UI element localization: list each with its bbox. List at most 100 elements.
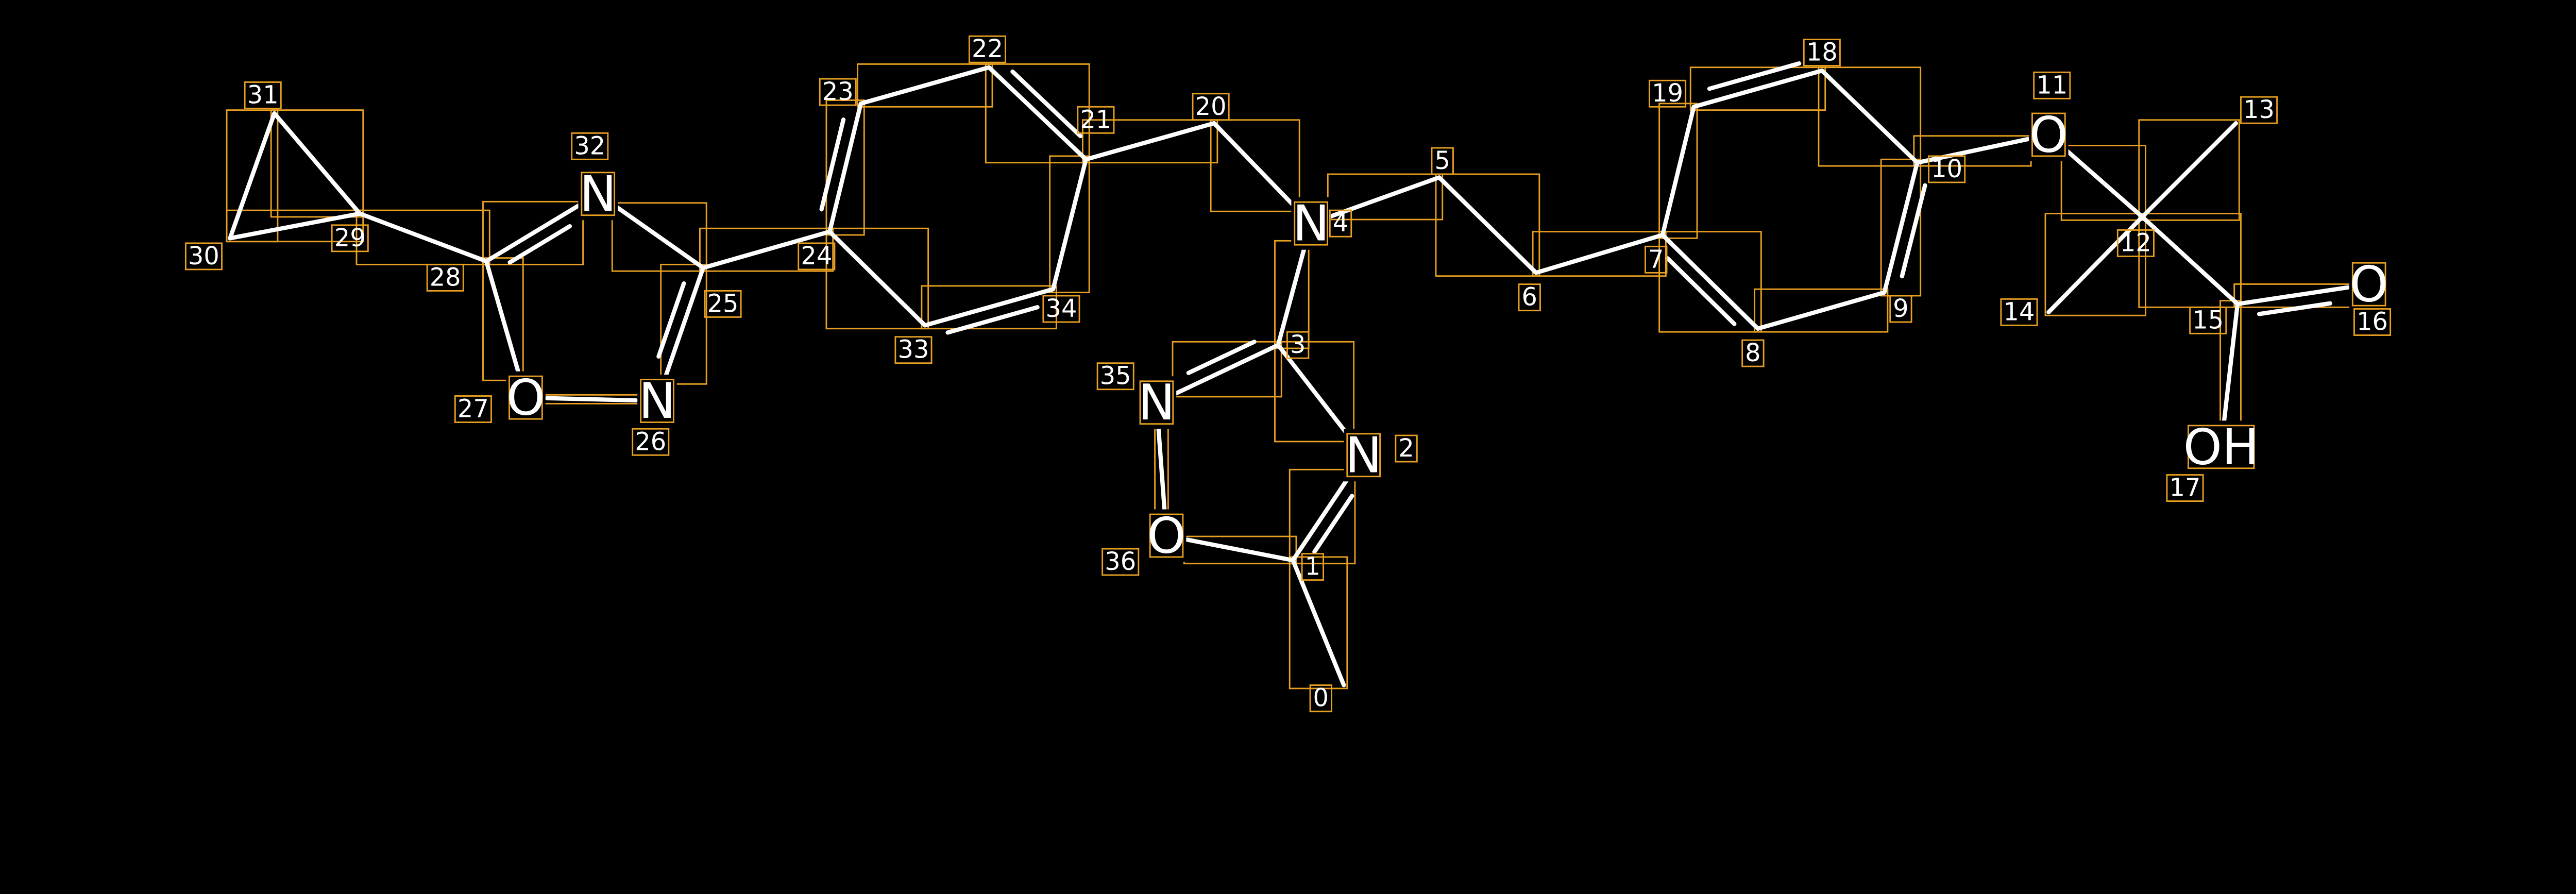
atom-index: 27 [457,395,489,423]
index-box [798,242,836,271]
bond [1915,137,2030,165]
bond [662,265,705,383]
atom-symbol: N [1345,426,1382,484]
double-bond-line [1665,256,1737,326]
bond-box [1081,119,1218,164]
index-box [1649,79,1687,108]
bond-box [270,109,364,218]
bond-box [1172,341,1282,398]
atom-label-bg [506,371,546,424]
bond [1156,421,1167,517]
atom-label-bg [1137,376,1177,429]
index-box [571,132,609,160]
atom-symbol: OH [2183,418,2259,476]
atom-index: 20 [1195,93,1227,121]
atom-label-bg [2349,258,2389,311]
bond [1050,157,1088,292]
index-box [819,78,857,106]
atom-index: 19 [1652,79,1683,108]
atom-index: 32 [574,132,605,160]
atom-index: 18 [1806,39,1838,67]
atom-index: 3 [1290,331,1306,359]
atom-index: 14 [2004,298,2035,326]
bond [2221,301,2240,428]
bond [701,229,832,270]
index-box [1042,295,1080,323]
atom-index: 31 [247,81,279,109]
index-box [1309,684,1332,713]
atom-index: 11 [2036,71,2067,99]
atom-label-bg [1344,429,1383,482]
atom-index: 17 [2170,474,2201,502]
bond-bounding-boxes [226,63,2352,689]
index-box [2000,298,2038,326]
atom-index: 29 [334,224,366,252]
bond [1276,343,1353,441]
bond [2235,285,2350,307]
bond-box [825,99,865,236]
bond-box [2060,145,2146,221]
index-box [1928,155,1966,183]
atom-symbol: O [2029,106,2068,163]
double-bond-line [507,224,572,265]
index-box [2116,229,2155,257]
bond-box [1435,173,1540,277]
bond [228,111,277,241]
atom-index: 1 [1305,553,1320,581]
bond [923,287,1056,328]
atom-index: 16 [2357,308,2388,336]
double-bond-line [819,117,846,212]
index-box [2166,474,2204,502]
bond-box [1818,66,1922,167]
double-bond-line [1010,69,1083,139]
bond [2140,214,2240,307]
bond [272,111,362,216]
index-box [1286,331,1310,359]
bond [1820,68,1920,165]
bond [1755,290,1887,331]
index-box [331,224,369,252]
bond-box [660,263,707,385]
atom-index: 28 [430,263,461,292]
atom-index: 30 [188,242,219,271]
index-box [244,81,282,109]
bond-box [355,209,490,265]
atom-index: 0 [1313,684,1329,713]
atom-index: 2 [1398,434,1414,463]
atom-index: 10 [1931,155,1962,183]
atom-index: 12 [2120,229,2151,257]
atom-symbol: N [1293,195,1330,252]
atom-box [509,375,543,420]
atom-symbol: O [506,369,545,427]
bond-box [857,63,993,108]
bond [987,65,1088,162]
index-box [894,336,933,364]
atom-symbol: O [1147,507,1185,565]
background [0,0,2576,745]
atom-index: 22 [972,35,1003,63]
atom-box [581,172,616,216]
bonds [228,61,2350,687]
index-box [2189,306,2227,334]
bond-box [482,257,524,381]
bond [1437,175,1538,275]
bond [2046,214,2145,315]
bond [484,259,522,379]
atom-index: 13 [2243,96,2275,124]
bond [545,396,638,403]
index-box [426,263,464,292]
atom-box [2351,262,2386,307]
bond [1660,105,1696,238]
bond-box [699,227,834,272]
index-box [1518,283,1541,312]
index-box [184,242,223,271]
atom-index: 26 [635,428,666,456]
atom-label-bg [578,167,618,221]
atom-label-bg [1146,509,1187,562]
bond-box [985,63,1090,164]
bond-box [611,202,707,272]
index-box [1645,245,1668,274]
bond [1660,232,1760,331]
bond [1534,232,1665,275]
bond-box [1210,119,1300,212]
